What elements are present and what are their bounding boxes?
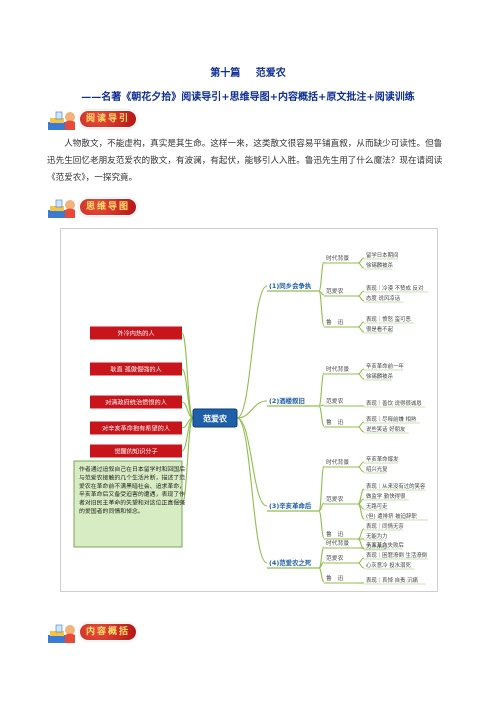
sub-label: 时代背景 [326,365,349,373]
reading-child-icon [48,111,75,130]
trait-node [90,395,182,409]
detail-item: 很是看不起 [366,325,394,333]
detail-item: 绍兴光复 [366,465,388,473]
connector-line [236,400,268,419]
detail-item: 徐锡麟被杀 [366,261,394,269]
article-title: 范爱农 [255,68,286,79]
sub-label: 鲁 迅 [326,574,344,582]
detail-item: 无路可走 [366,502,388,510]
section-summary-header: 内容概括 [46,621,166,645]
summary-box-line: 爱农在革命前不满黑暗社会、追求革命， [79,482,185,490]
detail-item: 表现｜从来没有过的笑容 [366,482,426,490]
connector-line [357,503,365,520]
detail-item: 表现｜哀悼 自责 沉痛 [366,576,419,584]
trait-node [90,421,182,435]
detail-item: 表现｜尽释前嫌 相熟 [366,415,417,423]
chapter-title: 第十篇 范爱农 [0,64,496,79]
connector-line [357,373,365,380]
detail-item: 表现｜冷漠 不赞成 反对 [366,284,424,292]
connector-line [318,290,325,327]
connector-line [181,401,194,419]
connector-line [357,326,365,333]
trait-node [90,444,182,458]
center-node [192,408,238,428]
reading-child-icon [48,199,75,218]
sub-label: 时代背景 [326,458,349,466]
sub-label: 鲁 迅 [326,318,344,326]
summary-box [73,460,183,548]
detail-item: 无能为力 [366,532,388,540]
detail-item: 表现｜困窘潦倒 生活潦倒 [366,551,427,559]
summary-box-line: 与范爱农接触的几个生活片断，描述了范 [79,473,185,481]
chapter-number: 第十篇 [210,68,241,79]
reading-child-icon [48,624,75,643]
connector-line [318,567,325,583]
branch-label: (2)酒楼叙旧 [269,396,305,405]
sub-label: 时代背景 [326,254,349,262]
sub-label: 范爱农 [326,554,344,562]
connector-line [357,562,365,569]
detail-item: 表现｜善饮 说得很诚恳 [366,399,422,407]
connector-line [357,295,365,302]
connector-line [318,510,325,539]
branch-label: (3)辛亥革命后 [269,501,312,510]
connector-line [357,426,365,433]
sub-label: 时代背景 [326,539,349,547]
sub-label: 鲁 迅 [326,418,344,426]
detail-item: 徐锡麟被杀 [366,372,394,380]
connector-line [236,285,268,419]
sub-label: 鲁 迅 [326,530,344,538]
detail-item: 表现｜愤怒 蛮可恶 [366,315,411,323]
connector-line [318,405,325,427]
connector-line [357,466,365,473]
trait-node-label: 对辛亥革命抱有希望的人 [102,425,170,433]
trait-node [90,362,182,376]
summary-box-line: 作者通过追叙自己在日本留学时和回国后 [79,465,185,473]
section-mindmap-header: 思维导图 [46,196,166,220]
detail-item: 表现｜同情无奈 [366,522,404,530]
trait-node-label: 耿直 孤傲倔强的人 [110,366,161,374]
summary-box-line: 者对旧民主革命的失望和对这位正直倔强 [79,499,185,507]
branch-label: (4)范爱农之死 [269,558,312,567]
detail-item: 心灰意冷 投水溺死 [366,561,411,569]
detail-item: 说些笑话 好朋友 [366,425,406,433]
section-guide-header: 阅读导引 [46,108,166,132]
detail-item: 辛亥革命爆发 [366,455,399,463]
section-summary-badge: 内容概括 [80,624,136,640]
section-mindmap-badge: 思维导图 [80,199,136,215]
detail-item: 力不从心 [366,542,388,550]
connector-line [236,417,268,507]
trait-node-label: 外冷内热的人 [117,330,154,338]
connector-line [181,368,194,419]
detail-item: 留学日本期间 [366,251,398,259]
branch-label: (1)同乡会争执 [269,281,312,290]
detail-item: 辛亥革命失败后 [366,541,404,549]
page-subtitle: ——名著《朝花夕拾》阅读导引+思维导图+内容概括+原文批注+阅读训练 [81,92,415,103]
sub-label: 范爱农 [326,495,344,503]
connector-line [236,417,268,564]
connector-line [318,465,325,512]
section-guide-badge: 阅读导引 [80,111,136,127]
trait-node-label: 觉醒的知识分子 [114,448,157,456]
connector-line [357,262,365,269]
connector-line [357,538,365,550]
summary-box-line: 辛亥革命后又备受迫害的遭遇，表现了作 [79,490,185,498]
sub-label: 范爱农 [326,287,344,295]
connector-line [318,261,325,292]
intro-paragraph: 人物散文，不能虚构，真实是其生命。这样一来，这类散文很容易平铺直叙，从而缺少可读… [47,139,443,184]
detail-item: 辛亥革命前一年 [366,362,404,370]
sub-label: 范爱农 [326,397,344,405]
connector-line [318,502,325,512]
detail-item: 态度 说风凉话 [366,294,401,302]
detail-item: (但) 遭排挤 被迫辞职 [366,512,417,520]
connector-line [318,372,325,407]
trait-node [90,326,182,340]
trait-node-label: 对清政府统治愤恨的人 [105,399,167,407]
summary-box-line: 的爱国者的同情和悼念。 [79,507,144,515]
center-node-label: 范爱农 [203,414,227,424]
connector-line [181,417,194,505]
detail-item: 做监学 勤快得很 [366,492,406,500]
